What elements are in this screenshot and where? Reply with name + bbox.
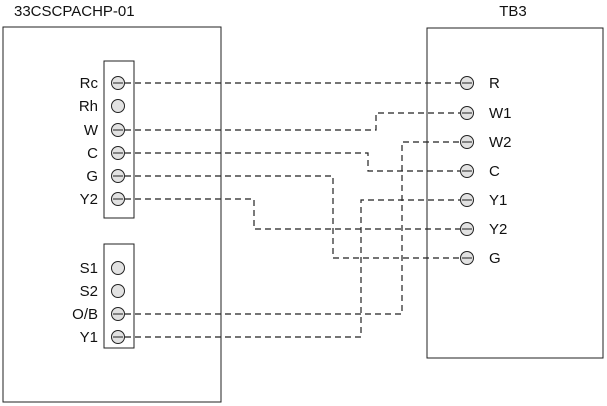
wires [125,82,460,338]
terminal-rc: Rc [80,75,125,92]
wire-g-to-g [125,175,460,259]
wire-y1-to-y1 [125,199,460,338]
terminal-label-y1: Y1 [80,329,98,346]
tb3-terminal-y2: Y2 [460,221,507,238]
tb3-label-w2: W2 [489,134,512,151]
wire-c-to-c [125,152,460,172]
terminal-screw-icon [111,261,125,275]
terminal-y1: Y1 [80,329,125,346]
right-device-box [426,27,604,359]
terminal-screw-icon [111,99,125,113]
tb3-label-y2: Y2 [489,221,507,238]
terminal-ob: O/B [72,306,125,323]
terminal-label-ob: O/B [72,306,98,323]
terminal-g: G [86,168,125,185]
terminal-label-y2: Y2 [80,191,98,208]
terminal-s1: S1 [80,260,125,277]
terminal-s2: S2 [80,283,125,300]
left-device-title: 33CSCPACHP-01 [14,3,135,20]
right-device: TB3 R W1 W2 C Y1 Y2 [426,3,604,359]
terminal-label-rc: Rc [80,75,99,92]
terminal-label-rh: Rh [79,98,98,115]
terminal-label-s1: S1 [80,260,98,277]
terminal-w: W [84,122,125,139]
terminal-rh: Rh [79,98,125,115]
terminal-label-s2: S2 [80,283,98,300]
terminal-screw-icon [111,284,125,298]
tb3-terminal-c: C [460,163,500,180]
terminal-c: C [87,145,125,162]
terminal-label-g: G [86,168,98,185]
tb3-label-r: R [489,75,500,92]
terminal-y2: Y2 [80,191,125,208]
tb3-terminal-w1: W1 [460,105,512,122]
tb3-label-c: C [489,163,500,180]
left-device: 33CSCPACHP-01 Rc Rh W C G Y2 [2,3,222,403]
terminal-label-c: C [87,145,98,162]
tb3-label-y1: Y1 [489,192,507,209]
tb3-terminal-g: G [460,250,501,267]
tb3-terminal-y1: Y1 [460,192,507,209]
right-device-title: TB3 [499,3,527,20]
terminal-label-w: W [84,122,99,139]
tb3-terminal-r: R [460,75,500,92]
tb3-label-w1: W1 [489,105,512,122]
wire-w-to-w1 [125,112,460,131]
tb3-label-g: G [489,250,501,267]
wire-y2-to-y2 [125,198,460,230]
wire-ob-to-w2 [125,141,460,315]
tb3-terminal-w2: W2 [460,134,512,151]
